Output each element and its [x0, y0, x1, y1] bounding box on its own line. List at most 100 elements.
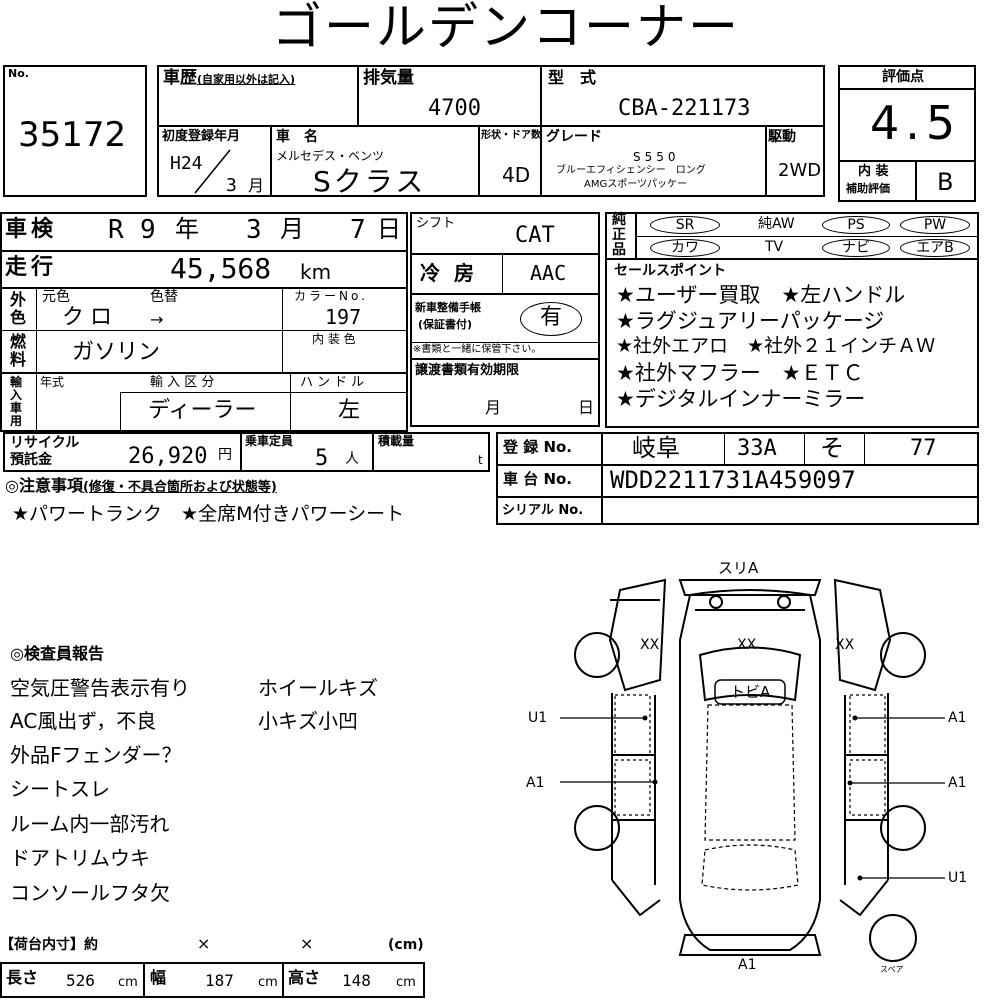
equip-ps: PS	[822, 216, 890, 234]
handle-label: ハンドル	[300, 375, 369, 390]
color-outer-label-1: 外	[10, 290, 27, 309]
equip-tv: TV	[765, 239, 784, 255]
maker: メルセデス・ベンツ	[276, 149, 385, 163]
inspection-month-unit: 月	[280, 215, 304, 243]
diagram-rear: A1	[738, 957, 757, 973]
cargo-height-value: 148	[342, 971, 371, 990]
inspection-day-unit: 日	[377, 215, 401, 243]
handle-value: 左	[338, 398, 361, 423]
color-change-label: 色替	[150, 289, 178, 305]
capacity-label: 乗車定員	[245, 434, 294, 448]
first-reg-slash	[194, 149, 231, 194]
import-year-label: 年式	[40, 375, 65, 389]
shape-door-label: 形状・ドア数	[481, 130, 541, 141]
import-label-2: 入	[10, 388, 23, 402]
inspection-year-unit: 年	[175, 215, 199, 243]
drive-label: 駆動	[768, 129, 796, 145]
inspection-year: 9	[140, 215, 156, 245]
diagram-left-upper: U1	[528, 710, 548, 726]
cargo-unit-header: (cm)	[388, 937, 424, 953]
report-left-2: AC風出ず，不良	[10, 709, 157, 733]
report-left-1: 空気圧警告表示有り	[10, 676, 190, 700]
reg-area: 岐阜	[632, 434, 680, 462]
interior-value: B	[937, 168, 954, 196]
fuel-label-1: 燃	[10, 332, 27, 351]
chassis-value: WDD2211731A459097	[610, 466, 856, 494]
report-left-6: ドアトリムウキ	[10, 846, 150, 870]
sales-points-box	[605, 258, 979, 428]
inspection-era: R	[108, 215, 124, 245]
sales-points-label: セールスポイント	[614, 263, 726, 279]
header-table	[157, 65, 825, 197]
shift-label: シフト	[416, 216, 456, 231]
reg-kana: そ	[820, 434, 844, 462]
cargo-width-unit: cm	[258, 975, 278, 990]
recycle-unit: 円	[218, 447, 232, 463]
diagram-right-lower: A1	[948, 775, 967, 791]
color-change-value: →	[150, 310, 164, 329]
diagram-front-left: XX	[640, 637, 660, 653]
lot-number-label: No.	[8, 67, 29, 80]
sales-point-5: ★デジタルインナーミラー	[616, 387, 866, 411]
cargo-x1: ×	[197, 934, 211, 953]
inspection-label: 車検	[5, 217, 58, 242]
score-box	[838, 65, 976, 202]
equip-aw: 純AW	[758, 216, 795, 232]
equip-pw: PW	[900, 216, 970, 234]
notes-text: ★パワートランク ★全席M付きパワーシート	[12, 503, 405, 525]
diagram-front-right: XX	[835, 637, 855, 653]
equip-airbag: エアB	[900, 239, 970, 257]
cargo-length-value: 526	[66, 971, 95, 990]
report-left-4: シートスレ	[10, 777, 110, 801]
transfer-label: 譲渡書類有効期限	[415, 363, 520, 378]
report-label: ◎検査員報告	[10, 644, 104, 663]
lot-number-box	[3, 65, 147, 197]
displacement-value: 4700	[428, 96, 481, 121]
aircon-value: AAC	[530, 261, 567, 285]
drive-value: 2WD	[778, 160, 822, 181]
first-reg-era: H24	[170, 153, 203, 174]
cargo-length-label: 長さ	[6, 968, 39, 987]
recycle-value: 26,920	[128, 444, 208, 469]
import-type-value: ディーラー	[148, 398, 257, 423]
car-diagram	[560, 578, 945, 962]
recycle-table	[3, 432, 490, 472]
reg-label: 登 録 No.	[503, 438, 573, 456]
cargo-width-label: 幅	[150, 968, 167, 987]
recycle-label-2: 預託金	[10, 452, 52, 468]
model-label: 型 式	[548, 68, 597, 87]
report-left-3: 外品Fフェンダー？	[10, 743, 182, 767]
grade-line-3: AMGスポーツパッケー	[584, 179, 688, 190]
capacity-value: 5	[315, 446, 329, 471]
equip-sr: SR	[650, 216, 720, 234]
aircon-label: 冷房	[420, 261, 488, 285]
chassis-label: 車 台 No.	[503, 470, 573, 488]
model-value: CBA-221173	[618, 96, 751, 121]
serial-label: シリアル No.	[502, 503, 584, 518]
fuel-value: ガソリン	[72, 340, 161, 365]
cargo-length-unit: cm	[118, 975, 138, 990]
score-value: 4.5	[870, 96, 962, 150]
registration-table	[496, 432, 979, 525]
lot-number: 35172	[18, 115, 127, 155]
import-label-1: 輸	[10, 375, 23, 389]
first-reg-month: 3	[226, 175, 237, 196]
car-name: Sクラス	[313, 165, 427, 198]
interior-color-label: 内 装 色	[312, 332, 356, 346]
mileage-value: 45,568	[170, 252, 272, 285]
cargo-width-value: 187	[205, 971, 234, 990]
import-label-3: 車	[10, 401, 23, 415]
transfer-day-unit: 日	[578, 398, 595, 417]
color-original-value: クロ	[62, 305, 119, 330]
cargo-height-unit: cm	[396, 975, 416, 990]
maintenance-note: ※書類と一緒に保管下さい。	[413, 344, 542, 355]
sales-point-3: ★社外エアロ ★社外２１インチＡＷ	[616, 335, 936, 357]
load-unit: t	[478, 453, 483, 467]
reg-class: 33A	[737, 436, 777, 461]
load-label: 積載量	[378, 434, 415, 448]
interior-label-2: 補助評価	[846, 182, 890, 195]
shape-door-value: 4D	[502, 163, 531, 187]
grade-label: グレード	[546, 129, 602, 145]
inspection-day: 7	[350, 215, 366, 245]
score-label: 評価点	[882, 69, 924, 85]
